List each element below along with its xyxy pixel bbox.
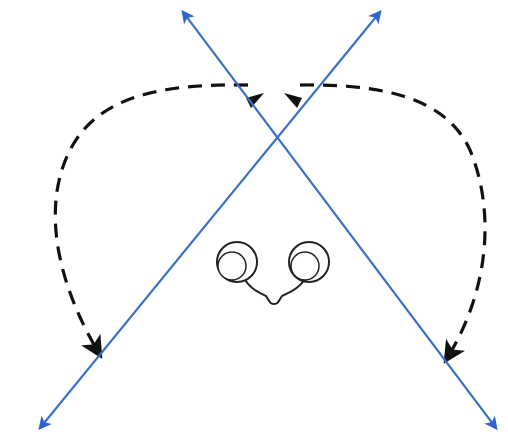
left-dashed-arc (55, 85, 248, 355)
left-eye-visual-axis (40, 12, 380, 428)
left-eye-inner (218, 252, 246, 280)
right-dashed-arc (300, 85, 485, 360)
pair-of-eyes-icon (217, 242, 329, 304)
inner-right-arrowhead (284, 93, 302, 108)
right-eye-inner (291, 252, 319, 280)
right-eye-visual-axis (183, 12, 496, 428)
